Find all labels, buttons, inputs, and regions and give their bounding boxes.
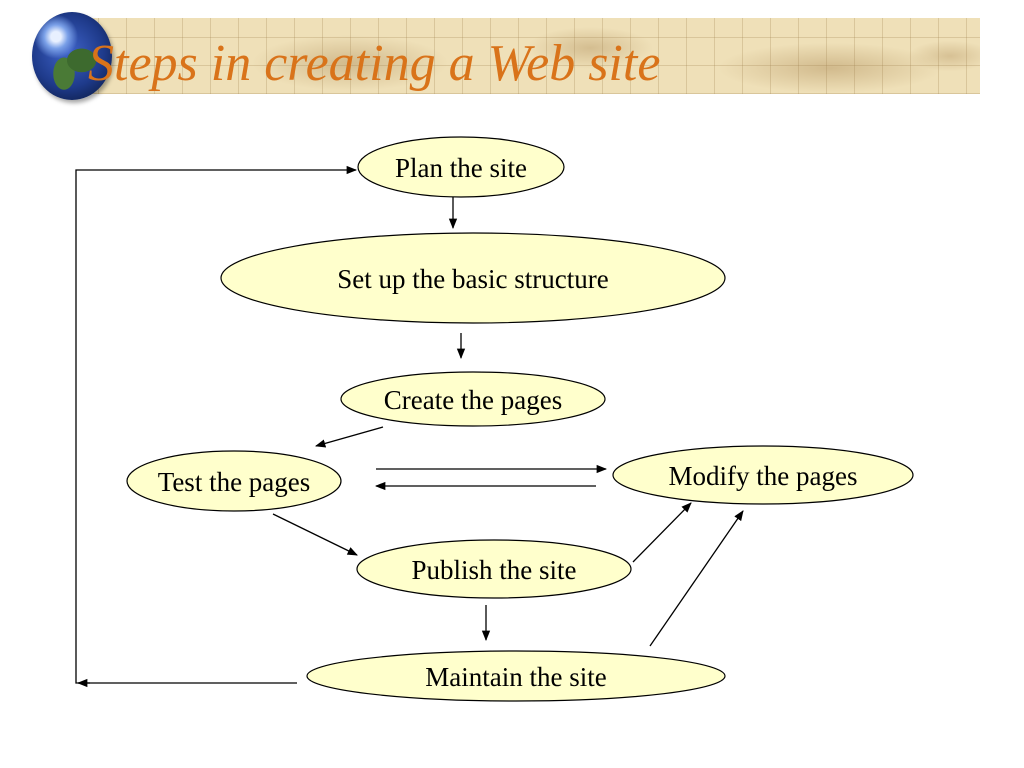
node-create-label: Create the pages: [384, 385, 562, 415]
node-modify: Modify the pages: [612, 445, 914, 505]
node-create: Create the pages: [340, 371, 606, 427]
node-structure: Set up the basic structure: [220, 232, 726, 324]
node-test-label: Test the pages: [158, 467, 311, 497]
node-maintain-label: Maintain the site: [425, 662, 606, 692]
node-test: Test the pages: [126, 450, 342, 512]
node-structure-label: Set up the basic structure: [337, 264, 608, 294]
edge-maintain-plan-loop: [75, 165, 358, 684]
node-publish-label: Publish the site: [411, 555, 576, 585]
title-banner: [70, 18, 980, 94]
node-modify-label: Modify the pages: [669, 461, 858, 491]
edge-create-test: [314, 426, 384, 448]
slide-title: Steps in creating a Web site: [88, 35, 661, 92]
node-plan: Plan the site: [357, 136, 565, 198]
edge-maintain-modify: [649, 510, 744, 647]
edge-test-publish: [272, 513, 358, 556]
edge-publish-modify: [632, 502, 692, 563]
node-plan-label: Plan the site: [395, 153, 527, 183]
node-maintain: Maintain the site: [306, 650, 726, 702]
node-publish: Publish the site: [356, 539, 632, 599]
globe-icon: [32, 12, 112, 100]
